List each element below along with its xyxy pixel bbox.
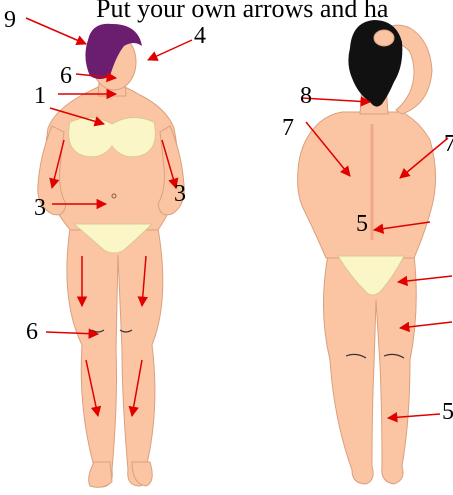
front-foot-left	[89, 462, 112, 487]
label-5-back: 5	[356, 212, 368, 236]
back-hand	[374, 30, 394, 46]
label-8: 8	[300, 84, 312, 108]
label-7-right: 7	[444, 132, 453, 156]
label-6-knee: 6	[26, 320, 38, 344]
label-3-left: 3	[34, 196, 46, 220]
label-9: 9	[4, 8, 16, 32]
back-hair	[348, 20, 402, 107]
label-1: 1	[34, 84, 46, 108]
back-figure	[298, 20, 436, 484]
label-3-right: 3	[174, 182, 186, 206]
label-6-front-neck: 6	[60, 64, 72, 88]
label-7: 7	[282, 116, 294, 140]
label-4: 4	[194, 24, 206, 48]
label-5-leg: 5	[442, 400, 453, 424]
